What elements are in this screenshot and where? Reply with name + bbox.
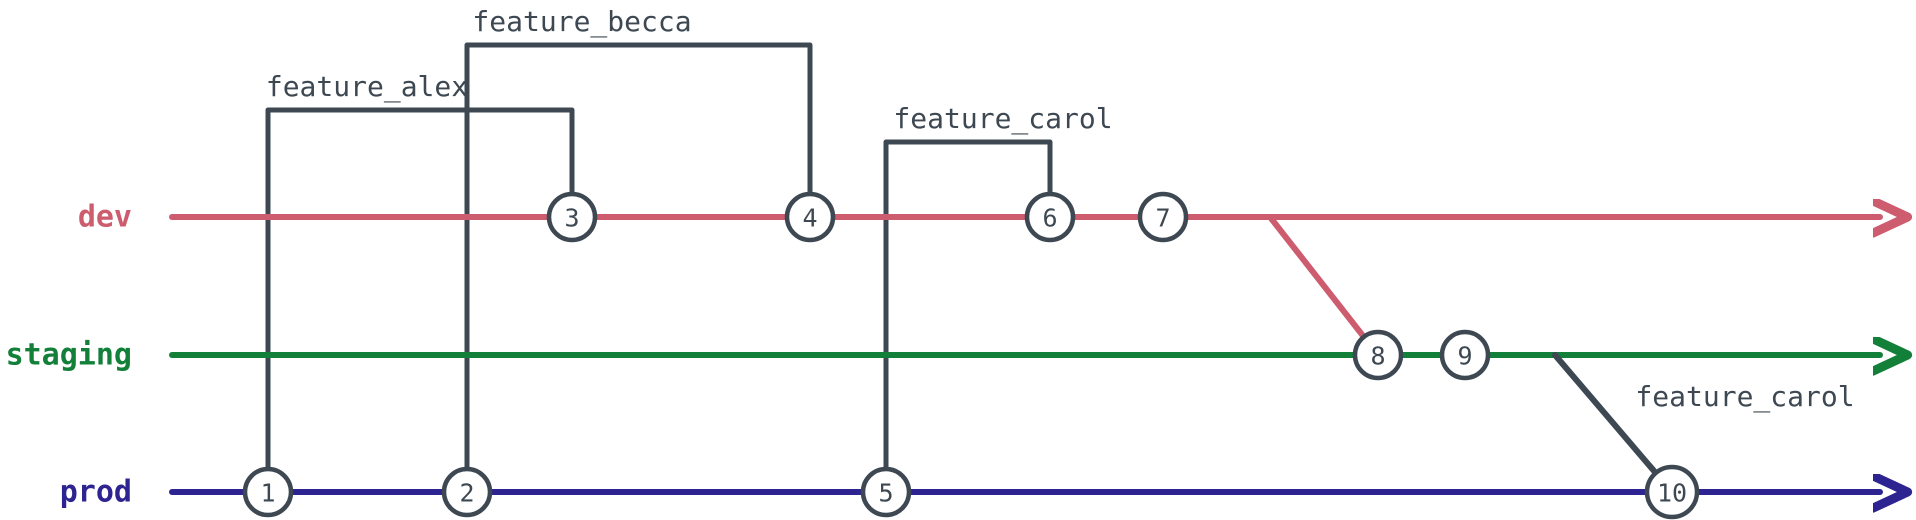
- branch-bracket-group: [265, 42, 1053, 495]
- commit-node-4[interactable]: 4: [784, 191, 836, 243]
- commit-node-5[interactable]: 5: [860, 466, 912, 518]
- commit-node-10[interactable]: 10: [1644, 464, 1700, 520]
- branch-label-feature-becca: feature_becca: [472, 5, 691, 39]
- branch-bracket-feature-alex: [265, 107, 575, 495]
- commit-node-9[interactable]: 9: [1439, 329, 1491, 381]
- merge-line-group: [1267, 214, 1675, 495]
- lane-label-dev: dev: [78, 200, 132, 235]
- commit-node-7[interactable]: 7: [1137, 191, 1189, 243]
- lane-line-group: [169, 217, 1880, 492]
- commit-node-label: 1: [260, 479, 275, 508]
- commit-node-label: 8: [1370, 342, 1385, 371]
- lane-label-staging: staging: [6, 338, 132, 373]
- commit-node-label: 7: [1155, 204, 1170, 233]
- commit-node-6[interactable]: 6: [1024, 191, 1076, 243]
- commit-node-3[interactable]: 3: [546, 191, 598, 243]
- commit-node-label: 4: [802, 204, 817, 233]
- commit-node-circle: [1439, 329, 1491, 381]
- merge-line-staging-to-prod: [1552, 352, 1675, 495]
- branch-bracket-feature-becca: [464, 42, 813, 495]
- merge-label-feature-carol: feature_carol: [1635, 380, 1854, 414]
- commit-node-label: 3: [564, 204, 579, 233]
- commit-node-label: 9: [1457, 342, 1472, 371]
- commit-node-circle: [1024, 191, 1076, 243]
- merge-line-dev-to-staging: [1267, 214, 1381, 358]
- commit-node-8[interactable]: 8: [1352, 329, 1404, 381]
- branch-label-feature-carol: feature_carol: [893, 102, 1112, 136]
- commit-node-circle: [242, 466, 294, 518]
- commit-node-circle: [1352, 329, 1404, 381]
- commit-node-circle: [1137, 191, 1189, 243]
- branch-bracket-feature-carol: [883, 139, 1053, 495]
- commit-node-circle: [546, 191, 598, 243]
- commit-node-label: 10: [1657, 479, 1687, 508]
- commit-node-circle: [441, 466, 493, 518]
- branch-label-group: feature_alex feature_becca feature_carol…: [266, 5, 1855, 414]
- commit-node-circle: [784, 191, 836, 243]
- commit-node-label: 2: [459, 479, 474, 508]
- lane-label-prod: prod: [60, 475, 132, 510]
- lane-label-group: dev staging prod: [6, 200, 132, 510]
- commit-node-label: 5: [878, 479, 893, 508]
- commit-node-circle: [860, 466, 912, 518]
- commit-node-label: 6: [1042, 204, 1057, 233]
- branch-label-feature-alex: feature_alex: [266, 70, 468, 104]
- commit-node-1[interactable]: 1: [242, 466, 294, 518]
- commit-node-group: 1 2 3 4 5 6 7 8 9 10: [242, 191, 1700, 520]
- commit-node-circle: [1644, 464, 1700, 520]
- commit-node-2[interactable]: 2: [441, 466, 493, 518]
